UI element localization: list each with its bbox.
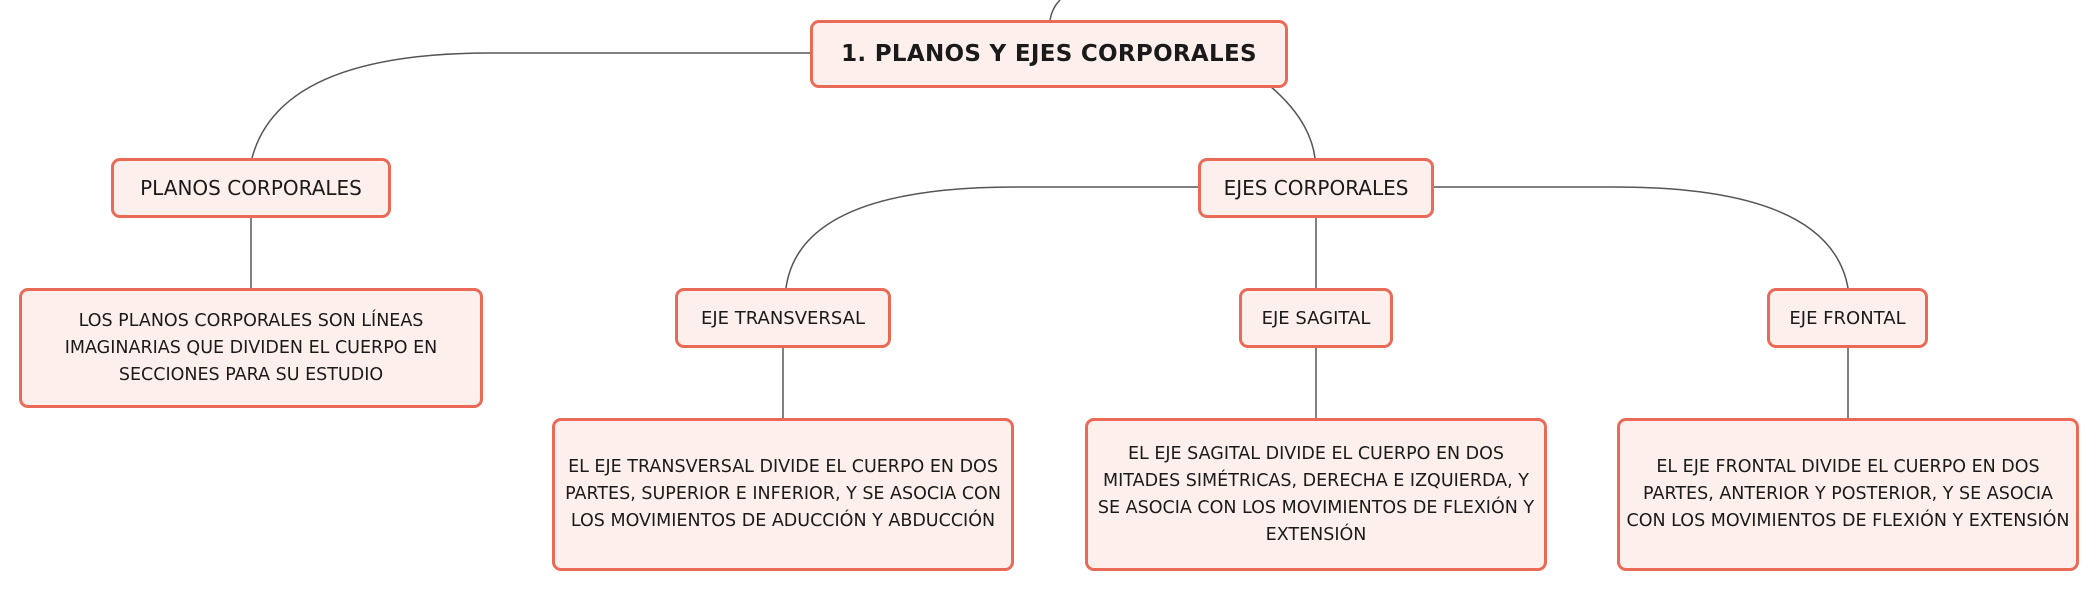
ejes-corporales-node[interactable]: EJES CORPORALES [1198, 158, 1434, 218]
connector-root-to-planos [251, 52, 810, 159]
eje-frontal-description: EL EJE FRONTAL DIVIDE EL CUERPO EN DOS P… [1626, 457, 2070, 531]
connector-ejes-to-transversal [785, 186, 1198, 289]
eje-sagital-node[interactable]: EJE SAGITAL [1239, 288, 1393, 348]
eje-frontal-node[interactable]: EJE FRONTAL [1767, 288, 1928, 348]
eje-sagital-description: EL EJE SAGITAL DIVIDE EL CUERPO EN DOS M… [1097, 443, 1535, 545]
connector-root-to-ejes [1269, 85, 1316, 159]
root-topic-label: 1. PLANOS Y EJES CORPORALES [841, 41, 1257, 67]
eje-transversal-description-node[interactable]: EL EJE TRANSVERSAL DIVIDE EL CUERPO EN D… [552, 418, 1014, 571]
planos-corporales-description: LOS PLANOS CORPORALES SON LÍNEAS IMAGINA… [64, 310, 438, 385]
planos-corporales-node[interactable]: PLANOS CORPORALES [111, 158, 391, 218]
eje-frontal-label: EJE FRONTAL [1789, 307, 1906, 329]
eje-sagital-label: EJE SAGITAL [1261, 307, 1371, 329]
eje-sagital-description-node[interactable]: EL EJE SAGITAL DIVIDE EL CUERPO EN DOS M… [1085, 418, 1547, 571]
ejes-corporales-label: EJES CORPORALES [1223, 176, 1409, 200]
eje-frontal-description-node[interactable]: EL EJE FRONTAL DIVIDE EL CUERPO EN DOS P… [1617, 418, 2079, 571]
eje-transversal-label: EJE TRANSVERSAL [700, 307, 866, 329]
eje-transversal-description: EL EJE TRANSVERSAL DIVIDE EL CUERPO EN D… [565, 457, 1001, 531]
connector-ejes-to-frontal [1434, 186, 1849, 289]
root-topic-node[interactable]: 1. PLANOS Y EJES CORPORALES [810, 20, 1288, 88]
connector-parent-to-root [1049, 0, 1061, 21]
planos-corporales-description-node[interactable]: LOS PLANOS CORPORALES SON LÍNEAS IMAGINA… [19, 288, 483, 408]
planos-corporales-label: PLANOS CORPORALES [140, 176, 362, 200]
eje-transversal-node[interactable]: EJE TRANSVERSAL [675, 288, 891, 348]
